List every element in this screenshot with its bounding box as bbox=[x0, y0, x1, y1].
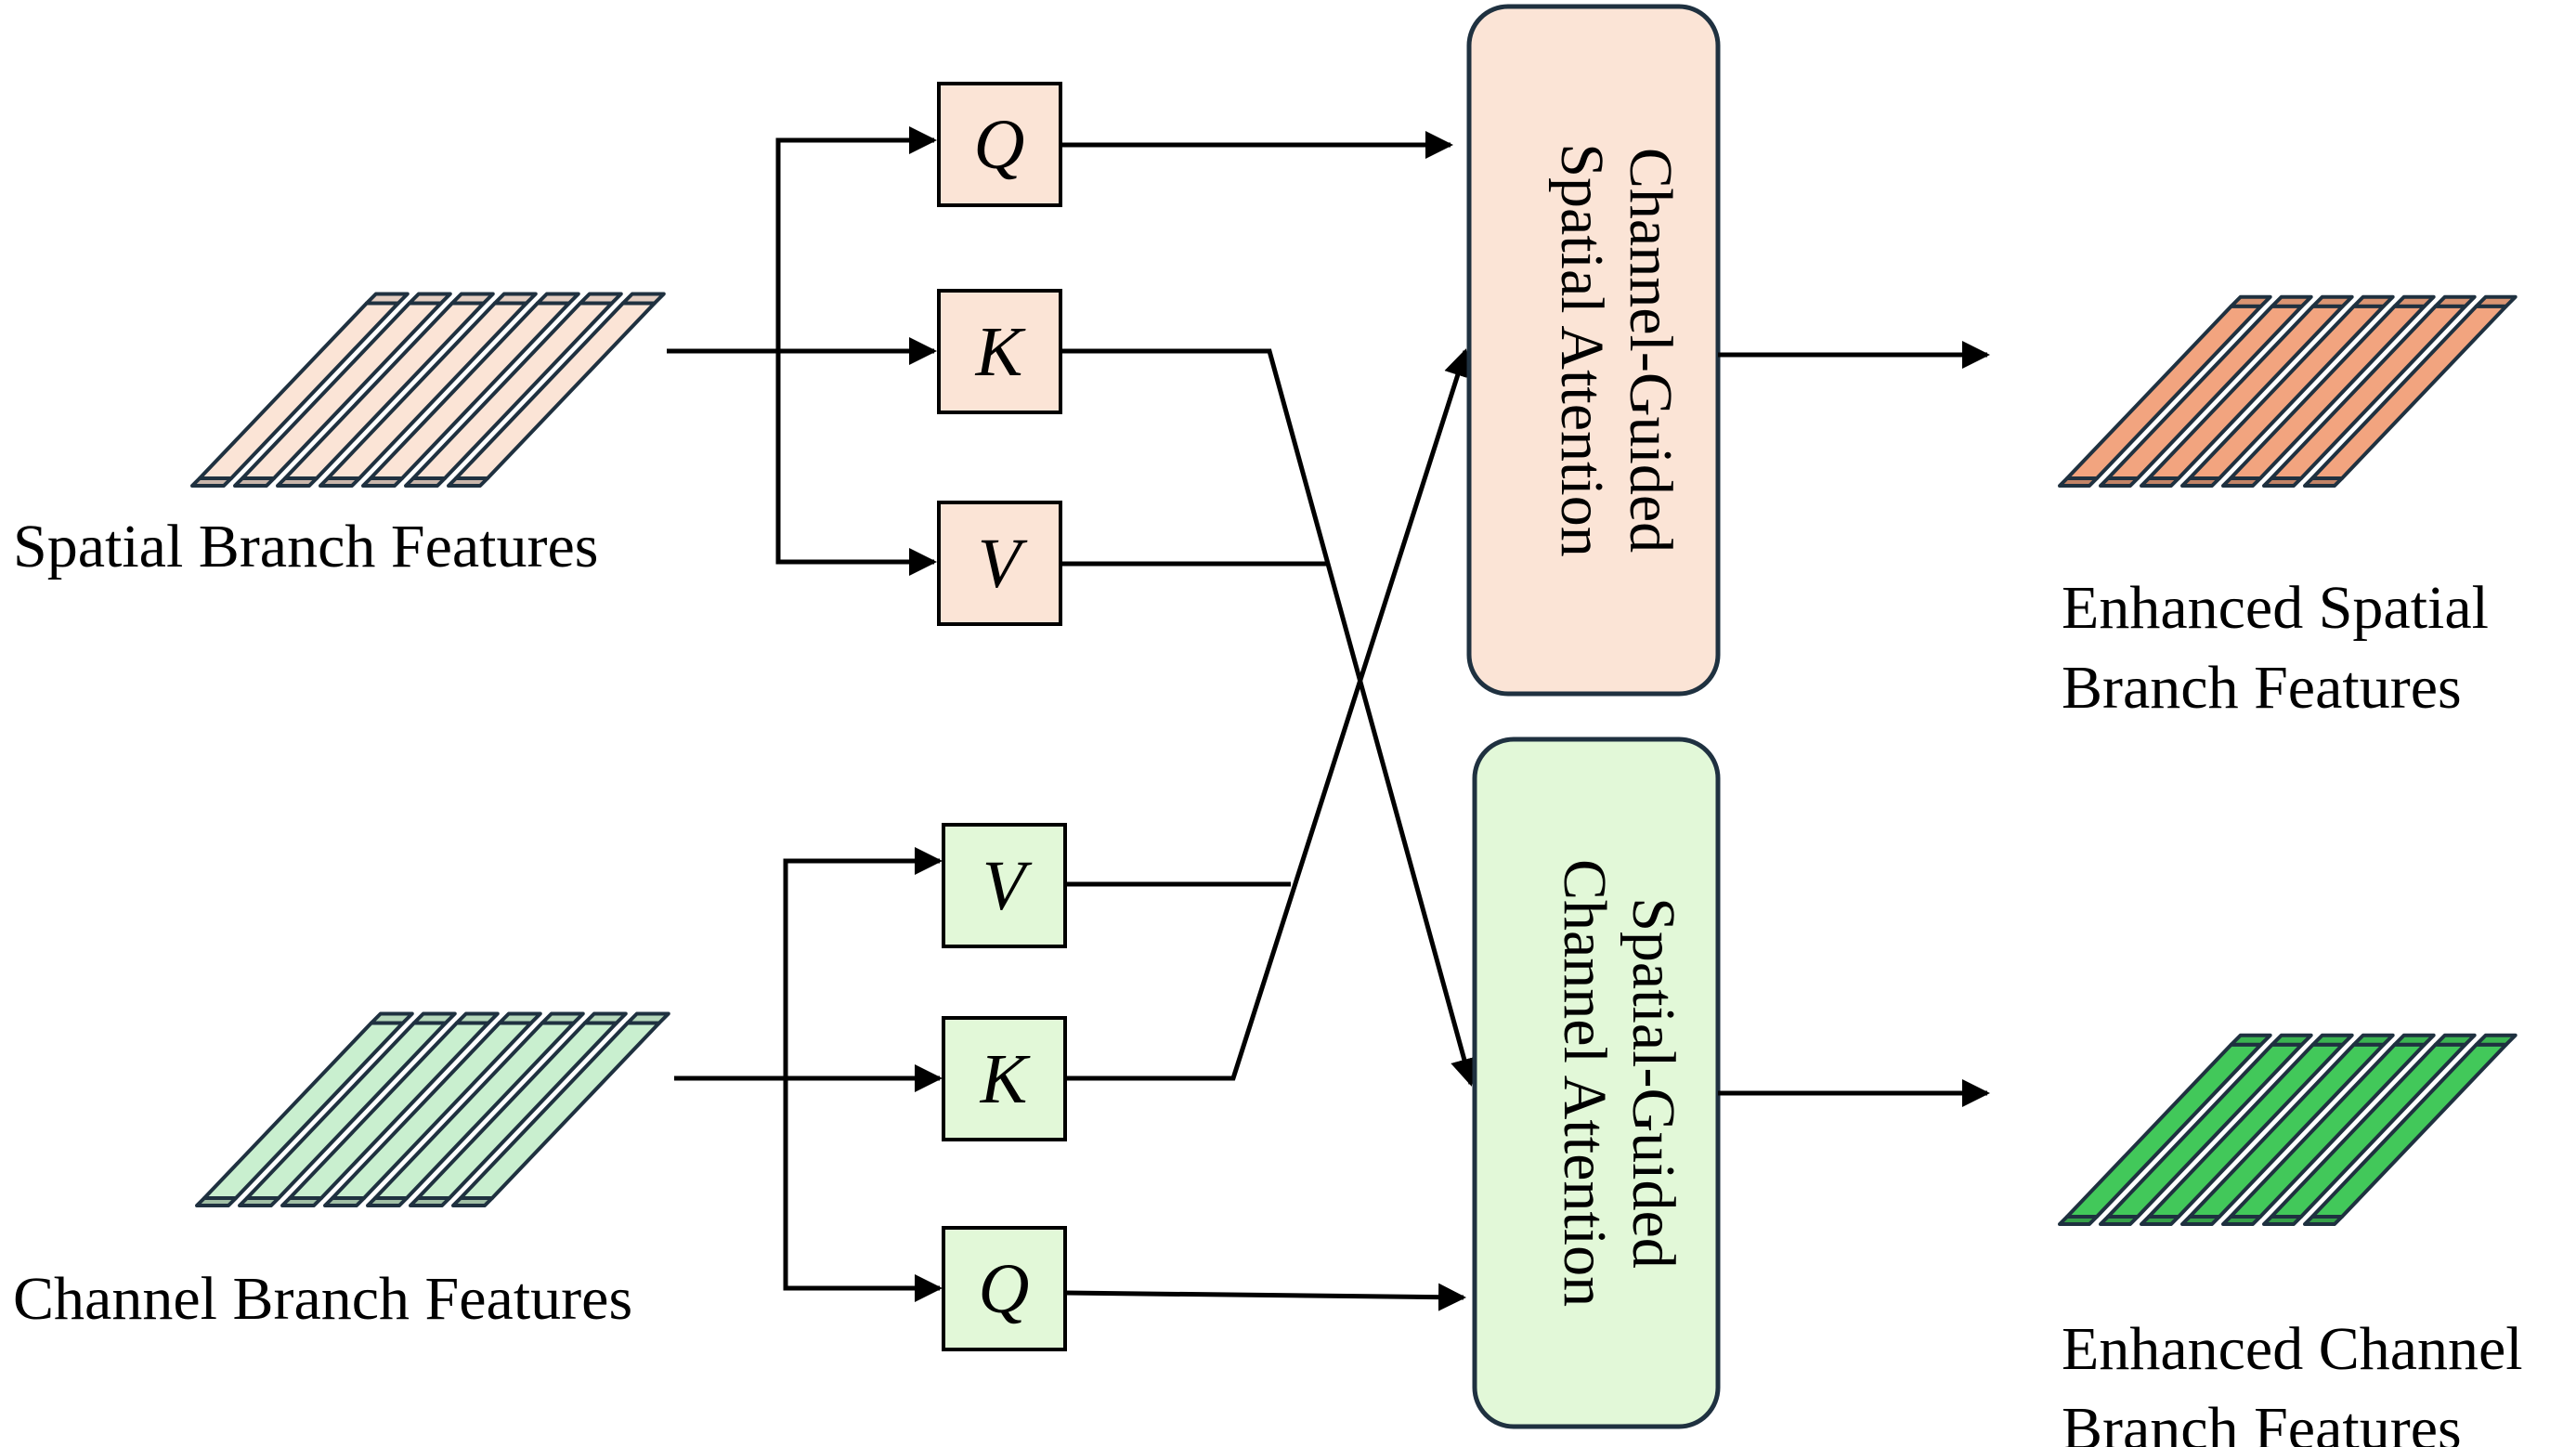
feature-bar-cap bbox=[492, 292, 538, 306]
channel-q-box: Q bbox=[942, 1226, 1067, 1351]
spatial-output-label-line2: Branch Features bbox=[2062, 654, 2462, 722]
feature-bar-cap bbox=[407, 292, 452, 306]
attention-connectors bbox=[1060, 131, 1478, 1311]
feature-bar-cap bbox=[2474, 1033, 2517, 1047]
spatial-features-stack-icon bbox=[190, 292, 666, 488]
spatial-output-label-line1: Enhanced Spatial bbox=[2062, 574, 2489, 642]
feature-bar-cap bbox=[582, 1011, 628, 1025]
spatial-guided-title-line1: Spatial-Guided bbox=[1620, 897, 1687, 1269]
feature-bar-cap bbox=[497, 1011, 542, 1025]
feature-bar-cap bbox=[625, 1011, 670, 1025]
spatial-k-label: K bbox=[975, 313, 1026, 391]
feature-bar-cap bbox=[2392, 1033, 2436, 1047]
feature-bar-cap bbox=[2474, 294, 2517, 308]
feature-bar-cap bbox=[2433, 294, 2477, 308]
channel-guided-spatial-attention-block: Channel-Guided Spatial Attention bbox=[1466, 4, 1721, 697]
feature-bar-cap bbox=[2229, 294, 2272, 308]
channel-branch-connectors bbox=[674, 847, 943, 1302]
channel-k-box: K bbox=[942, 1016, 1067, 1141]
feature-bar-cap bbox=[620, 292, 666, 306]
feature-bar-cap bbox=[2351, 1033, 2395, 1047]
spatial-v-box: V bbox=[937, 501, 1062, 626]
feature-bar-cap bbox=[2270, 1033, 2313, 1047]
feature-bar-cap bbox=[2229, 1033, 2272, 1047]
spatial-k-box: K bbox=[937, 289, 1062, 414]
channel-guided-title-line2: Spatial Attention bbox=[1548, 143, 1616, 556]
spatial-q-box: Q bbox=[937, 82, 1062, 207]
feature-bar-cap bbox=[2270, 294, 2313, 308]
channel-k-label: K bbox=[980, 1040, 1031, 1118]
feature-bar-cap bbox=[578, 292, 623, 306]
enhanced-channel-features-stack-icon bbox=[2058, 1033, 2517, 1226]
feature-bar-cap bbox=[535, 292, 580, 306]
channel-output-label-line2: Branch Features bbox=[2062, 1395, 2462, 1447]
feature-bar-cap bbox=[449, 292, 495, 306]
channel-input-label: Channel Branch Features bbox=[13, 1265, 632, 1333]
channel-output-label-line1: Enhanced Channel bbox=[2062, 1315, 2523, 1383]
channel-q-label: Q bbox=[979, 1250, 1030, 1328]
feature-bar-cap bbox=[2351, 294, 2395, 308]
output-connectors bbox=[1718, 341, 1990, 1107]
feature-bar-cap bbox=[2310, 294, 2354, 308]
feature-bar-cap bbox=[411, 1011, 457, 1025]
feature-bar-cap bbox=[2310, 1033, 2354, 1047]
channel-v-label: V bbox=[982, 847, 1033, 925]
feature-bar-cap bbox=[454, 1011, 500, 1025]
spatial-branch-connectors bbox=[667, 126, 937, 576]
spatial-guided-title-line2: Channel Attention bbox=[1551, 859, 1619, 1307]
feature-bar-cap bbox=[540, 1011, 585, 1025]
channel-features-stack-icon bbox=[195, 1011, 670, 1207]
channel-guided-title-line1: Channel-Guided bbox=[1617, 148, 1685, 553]
feature-bar-cap bbox=[2433, 1033, 2477, 1047]
spatial-q-label: Q bbox=[974, 106, 1025, 184]
feature-bar-cap bbox=[364, 292, 410, 306]
spatial-guided-channel-attention-block: Spatial-Guided Channel Attention bbox=[1472, 737, 1721, 1429]
spatial-v-label: V bbox=[978, 525, 1028, 603]
enhanced-spatial-features-stack-icon bbox=[2058, 294, 2517, 488]
channel-v-box: V bbox=[942, 823, 1067, 948]
feature-bar-cap bbox=[2392, 294, 2436, 308]
spatial-input-label: Spatial Branch Features bbox=[13, 513, 598, 580]
feature-bar-cap bbox=[369, 1011, 414, 1025]
